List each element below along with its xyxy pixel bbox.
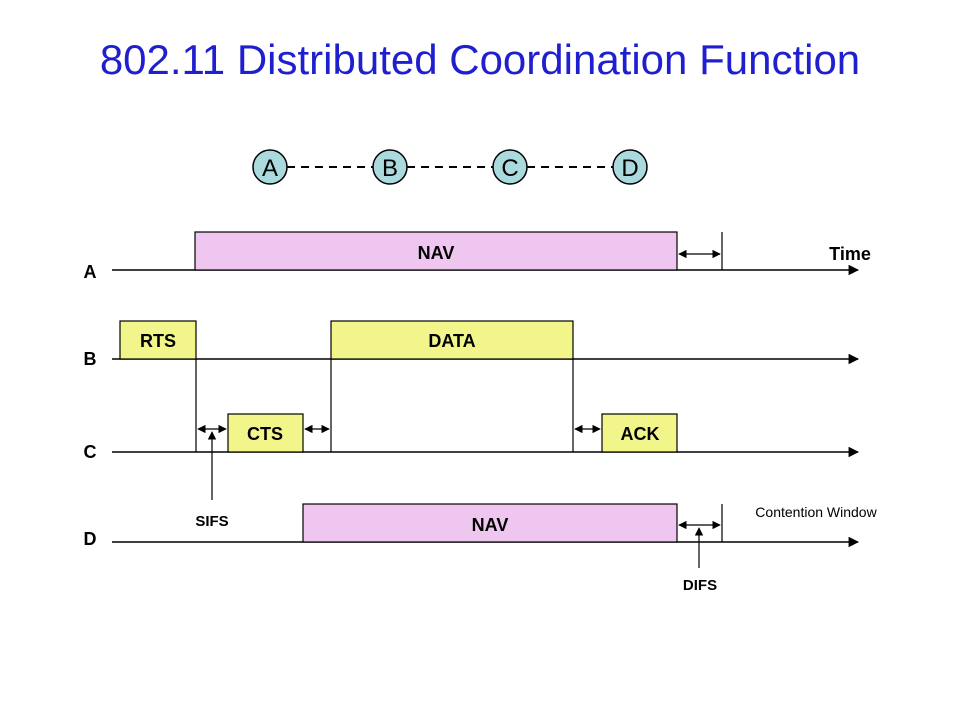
node-a: A bbox=[252, 149, 288, 185]
frame-data-label: DATA bbox=[428, 331, 475, 351]
node-b: B bbox=[372, 149, 408, 185]
node-a-label: A bbox=[262, 155, 278, 182]
frame-rts: RTS bbox=[119, 320, 197, 360]
frame-data: DATA bbox=[330, 320, 574, 360]
row-label-d: D bbox=[84, 529, 97, 549]
node-c-label: C bbox=[501, 155, 518, 182]
row-label-a: A bbox=[84, 262, 97, 282]
row-label-c: C bbox=[84, 442, 97, 462]
topology: A B C D bbox=[252, 149, 648, 185]
frame-ack: ACK bbox=[601, 413, 678, 453]
contention-window-label: Contention Window bbox=[755, 504, 877, 520]
frame-nav-d-label: NAV bbox=[472, 515, 509, 535]
frame-cts-label: CTS bbox=[247, 424, 283, 444]
frame-ack-label: ACK bbox=[621, 424, 660, 444]
frame-cts: CTS bbox=[227, 413, 304, 453]
difs-label: DIFS bbox=[683, 577, 717, 594]
frame-nav-a: NAV bbox=[194, 231, 678, 271]
time-label: Time bbox=[829, 244, 871, 264]
frame-rts-label: RTS bbox=[140, 331, 176, 351]
frame-nav-d: NAV bbox=[302, 503, 678, 543]
frame-nav-a-label: NAV bbox=[418, 243, 455, 263]
row-label-b: B bbox=[84, 349, 97, 369]
node-d-label: D bbox=[621, 155, 638, 182]
node-b-label: B bbox=[382, 155, 398, 182]
node-c: C bbox=[492, 149, 528, 185]
node-d: D bbox=[612, 149, 648, 185]
slide-title: 802.11 Distributed Coordination Function bbox=[99, 36, 861, 83]
sifs-label: SIFS bbox=[195, 513, 228, 530]
